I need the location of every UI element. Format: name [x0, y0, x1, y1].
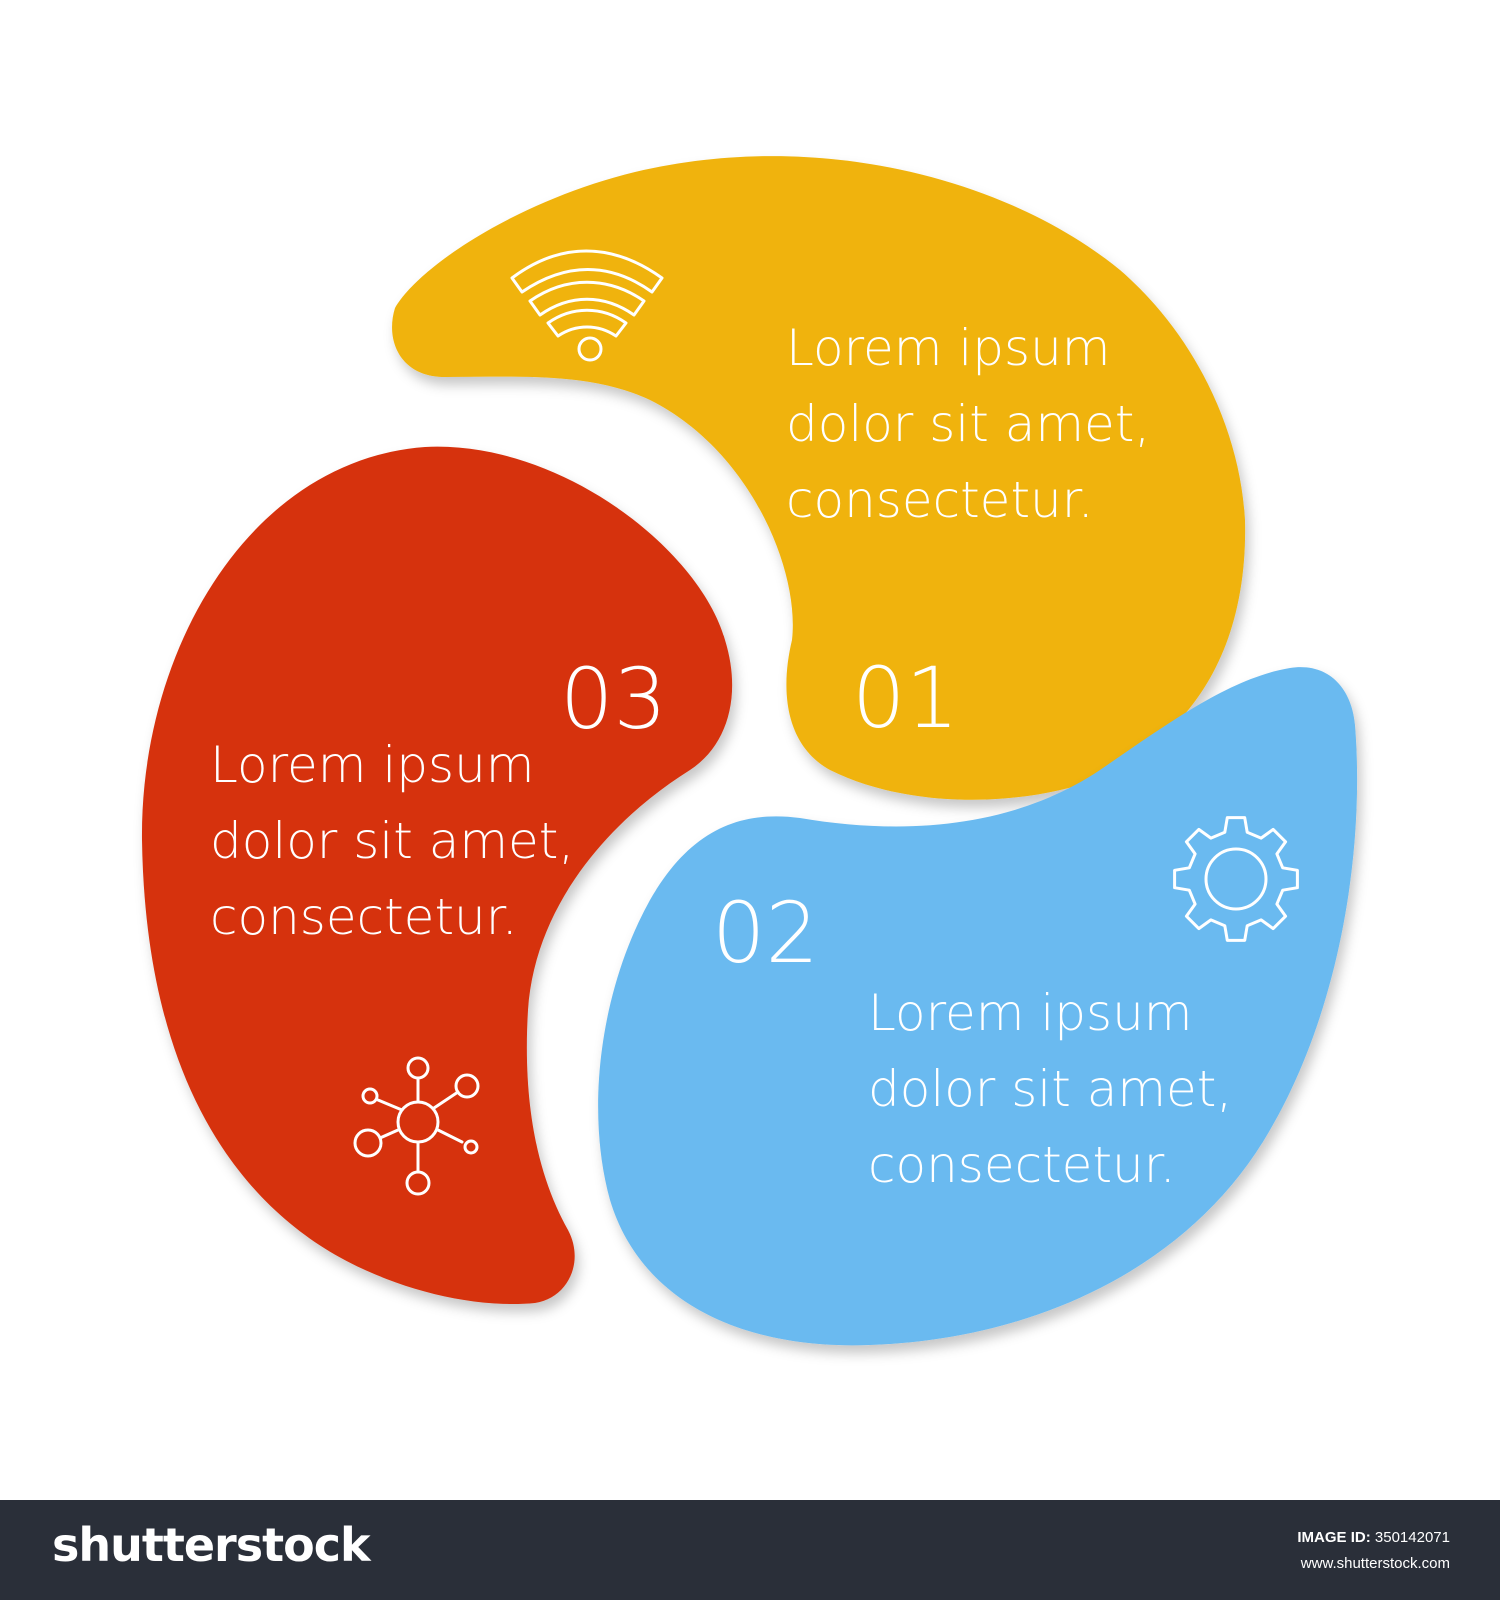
image-id-line: IMAGE ID: 350142071 — [1297, 1525, 1450, 1551]
segment-03-line-1: Lorem ipsum — [210, 736, 534, 794]
segment-03: 03 Lorem ipsum dolor sit amet, consectet… — [141, 446, 733, 1305]
segment-02-number: 02 — [712, 884, 819, 982]
segment-01-shape — [392, 156, 1246, 800]
three-step-cycle-diagram: 03 Lorem ipsum dolor sit amet, consectet… — [141, 156, 1358, 1346]
segment-03-shape — [141, 446, 733, 1305]
segment-02-shape — [598, 667, 1358, 1346]
image-id-block: IMAGE ID: 350142071 www.shutterstock.com — [1297, 1525, 1450, 1577]
segment-02-line-3: consectetur. — [868, 1136, 1176, 1194]
gear-icon — [1173, 816, 1299, 942]
segment-01-line-1: Lorem ipsum — [786, 319, 1110, 377]
segment-03-number: 03 — [560, 650, 667, 748]
segment-01-line-2: dolor sit amet, — [786, 395, 1150, 453]
image-id-label: IMAGE ID: — [1297, 1529, 1371, 1546]
segment-01-line-3: consectetur. — [786, 471, 1094, 529]
segment-02-line-1: Lorem ipsum — [868, 984, 1192, 1042]
network-icon — [353, 1056, 480, 1196]
segment-01: 01 Lorem ipsum dolor sit amet, consectet… — [392, 156, 1246, 800]
shutterstock-logo: shutterstock — [52, 1518, 371, 1572]
site-url: www.shutterstock.com — [1300, 1555, 1450, 1572]
image-id-value: 350142071 — [1374, 1529, 1450, 1546]
segment-03-line-2: dolor sit amet, — [210, 812, 574, 870]
segment-01-number: 01 — [852, 649, 959, 747]
segment-02: 02 Lorem ipsum dolor sit amet, consectet… — [598, 667, 1358, 1346]
footer-bar: shutterstock IMAGE ID: 350142071 www.shu… — [0, 1500, 1500, 1600]
segment-02-line-2: dolor sit amet, — [868, 1060, 1232, 1118]
wifi-icon — [510, 249, 664, 362]
segment-03-line-3: consectetur. — [210, 888, 518, 946]
